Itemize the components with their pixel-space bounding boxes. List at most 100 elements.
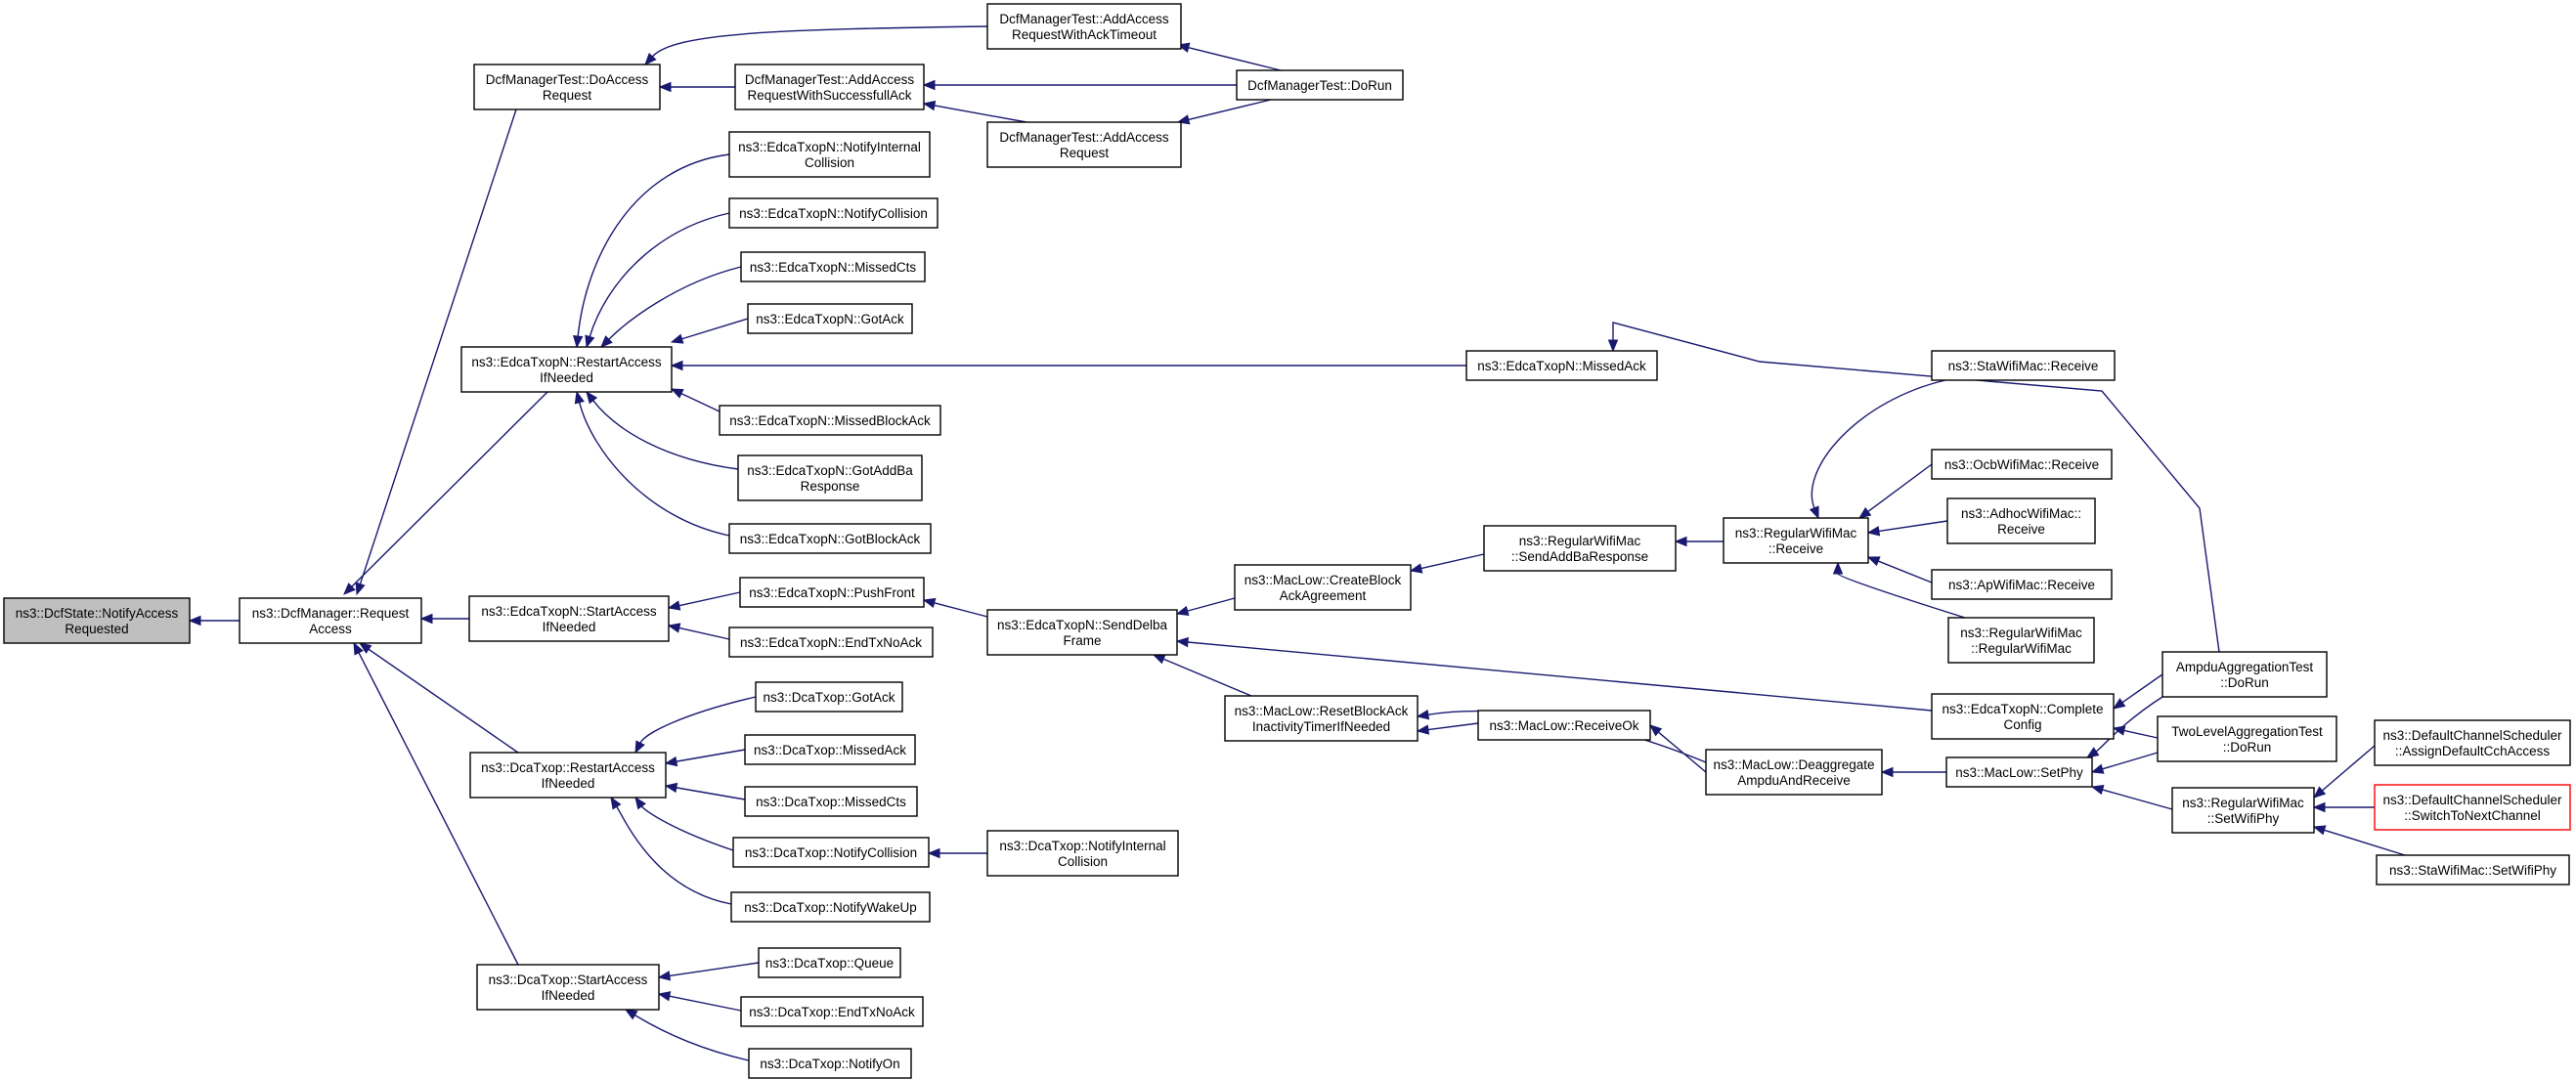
node-box (473, 64, 661, 110)
graph-node-dqueue[interactable]: ns3::DcaTxop::Queue (758, 947, 901, 978)
arrowhead-icon (922, 100, 937, 111)
edge-line (616, 805, 732, 905)
arrowhead-icon (355, 582, 366, 596)
graph-node-ampdurun[interactable]: AmpduAggregationTest::DoRun (2161, 651, 2328, 698)
graph-node-dendtx[interactable]: ns3::DcaTxop::EndTxNoAck (740, 996, 924, 1027)
edge-line (589, 212, 730, 337)
arrowhead-icon (1175, 605, 1190, 617)
call-edge (358, 642, 519, 754)
node-box (728, 197, 939, 229)
node-label-line: ns3::OcbWifiMac::Receive (1944, 457, 2099, 472)
edge-line (1187, 641, 1933, 712)
graph-node-ermisscts[interactable]: ns3::EdcaTxopN::MissedCts (740, 251, 926, 282)
arrowhead-icon (1674, 536, 1687, 547)
arrowhead-icon (2085, 747, 2100, 758)
graph-node-ergotack[interactable]: ns3::EdcaTxopN::GotAck (747, 303, 913, 334)
edge-line (2123, 729, 2159, 739)
edge-line (934, 602, 988, 618)
graph-node-eendtx[interactable]: ns3::EdcaTxopN::EndTxNoAck (728, 626, 934, 658)
graph-node-rsetphy[interactable]: ns3::RegularWifiMac::SetWifiPhy (2171, 787, 2315, 834)
node-label-line: InactivityTimerIfNeeded (1252, 719, 1390, 734)
node-box (1947, 617, 2095, 664)
node-box (728, 626, 934, 658)
call-edge (670, 360, 1466, 371)
node-label-line: Requested (65, 622, 128, 636)
graph-node-twolevelrun[interactable]: TwoLevelAggregationTest::DoRun (2157, 715, 2337, 762)
graph-node-rsendaddba[interactable]: ns3::RegularWifiMac::SendAddBaResponse (1483, 525, 1677, 572)
node-box (1483, 525, 1677, 572)
graph-node-dassign[interactable]: ns3::DefaultChannelScheduler::AssignDefa… (2374, 719, 2571, 766)
graph-node-rreceive[interactable]: ns3::RegularWifiMac::Receive (1723, 517, 1869, 564)
arrowhead-icon (1880, 766, 1894, 778)
edge-line (1188, 46, 1282, 71)
graph-node-dnotifyon[interactable]: ns3::DcaTxop::NotifyOn (748, 1048, 912, 1079)
arrowhead-icon (922, 597, 937, 608)
graph-node-epushfront[interactable]: ns3::EdcaTxopN::PushFront (739, 577, 925, 608)
graph-node-ermissblock[interactable]: ns3::EdcaTxopN::MissedBlockAck (719, 405, 941, 436)
graph-node-dmisscts[interactable]: ns3::DcaTxop::MissedCts (744, 786, 918, 817)
graph-node-ocbrecv[interactable]: ns3::OcbWifiMac::Receive (1931, 449, 2113, 480)
edge-line (359, 108, 517, 584)
graph-node-msetphy[interactable]: ns3::MacLow::SetPhy (1945, 756, 2093, 788)
graph-node-stasetphy[interactable]: ns3::StaWifiMac::SetWifiPhy (2376, 854, 2570, 886)
call-edge (1866, 520, 1948, 537)
graph-node-dmissack[interactable]: ns3::DcaTxop::MissedAck (744, 734, 916, 765)
arrowhead-icon (2312, 801, 2326, 813)
graph-node-dwake[interactable]: ns3::DcaTxop::NotifyWakeUp (730, 891, 931, 923)
graph-node-starecv[interactable]: ns3::StaWifiMac::Receive (1931, 350, 2116, 381)
edge-line (681, 318, 749, 340)
call-edge (922, 597, 988, 618)
graph-node-adhocrecv[interactable]: ns3::AdhocWifiMac::Receive (1946, 497, 2096, 544)
graph-node-mreceiveok[interactable]: ns3::MacLow::ReceiveOk (1477, 710, 1651, 741)
node-label-line: ns3::MacLow::ReceiveOk (1489, 718, 1638, 733)
node-label-line: ns3::RegularWifiMac (2182, 796, 2304, 810)
graph-node-mresetblock[interactable]: ns3::MacLow::ResetBlockAckInactivityTime… (1224, 695, 1419, 742)
edge-line (592, 400, 739, 470)
arrowhead-icon (1416, 710, 1430, 720)
arrowhead-icon (634, 796, 646, 810)
graph-node-rctor[interactable]: ns3::RegularWifiMac::RegularWifiMac (1947, 617, 2095, 664)
graph-node-dnotcol[interactable]: ns3::DcaTxop::NotifyCollision (732, 837, 930, 868)
graph-node-ermissack[interactable]: ns3::EdcaTxopN::MissedAck (1465, 350, 1658, 381)
edge-line (2095, 696, 2163, 753)
arrowhead-icon (658, 81, 672, 93)
node-box (1465, 350, 1658, 381)
node-label-line: DcfManagerTest::AddAccess (999, 130, 1169, 145)
call-edge (188, 615, 240, 626)
node-label-line: ns3::DcaTxop::NotifyOn (760, 1057, 899, 1071)
edge-line (1867, 463, 1933, 512)
graph-node-taccsucc[interactable]: DcfManagerTest::AddAccessRequestWithSucc… (734, 64, 925, 110)
graph-node-dswitch[interactable]: ns3::DefaultChannelScheduler::SwitchToNe… (2374, 784, 2571, 831)
call-edge (1866, 556, 1933, 583)
graph-node-tdorun[interactable]: DcfManagerTest::DoRun (1236, 69, 1404, 101)
node-label-line: ::DoRun (2223, 740, 2272, 755)
node-box (986, 121, 1182, 168)
graph-node-ergotblock[interactable]: ns3::EdcaTxopN::GotBlockAck (728, 523, 932, 554)
graph-node-tacctimeout[interactable]: DcfManagerTest::AddAccessRequestWithAckT… (986, 3, 1182, 50)
graph-node-ernotcol[interactable]: ns3::EdcaTxopN::NotifyCollision (728, 197, 939, 229)
graph-node-dgotack[interactable]: ns3::DcaTxop::GotAck (755, 681, 903, 713)
node-box (986, 609, 1178, 656)
node-label-line: ns3::DcaTxop::Queue (765, 956, 894, 971)
edge-line (608, 266, 742, 340)
graph-node-aprecv[interactable]: ns3::ApWifiMac::Receive (1931, 569, 2113, 600)
arrowhead-icon (358, 642, 372, 654)
node-box (469, 752, 667, 799)
node-label-line: ns3::DcaTxop::MissedCts (756, 795, 906, 809)
